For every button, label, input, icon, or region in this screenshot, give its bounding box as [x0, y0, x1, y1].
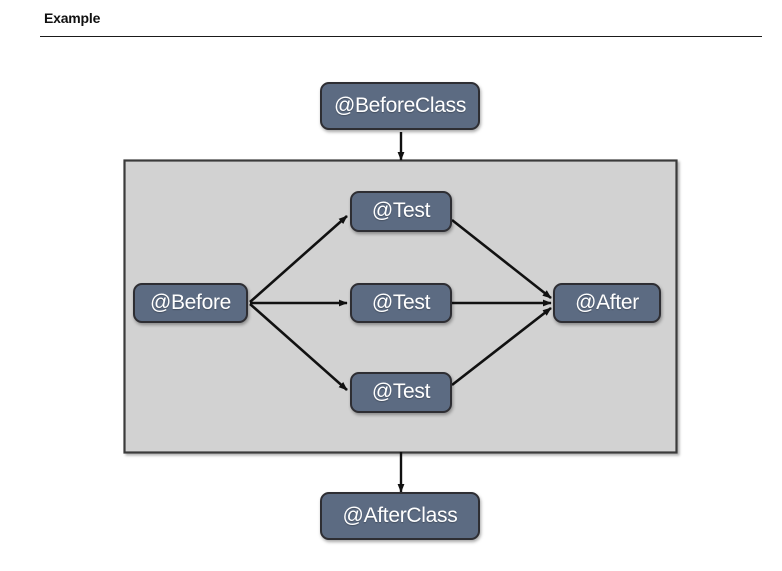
edge-before-to-test-bot	[249, 303, 348, 391]
edge-before-to-test-top	[249, 215, 348, 303]
node-test-top[interactable]: @Test	[350, 191, 452, 232]
node-test-middle[interactable]: @Test	[350, 283, 452, 323]
node-before[interactable]: @Before	[133, 283, 248, 323]
page-title: Example	[44, 10, 101, 26]
edge-test-bot-to-after	[451, 306, 552, 387]
node-test-top-label: @Test	[371, 199, 431, 222]
node-beforeclass-label: @BeforeClass	[333, 93, 467, 117]
edge-test-top-to-after	[451, 218, 552, 300]
header-divider	[40, 36, 762, 37]
node-after[interactable]: @After	[553, 283, 661, 323]
node-beforeclass[interactable]: @BeforeClass	[320, 82, 480, 130]
page-header: Example	[0, 0, 782, 40]
lifecycle-diagram: @BeforeClass @Test @Before @Test @After …	[0, 40, 782, 571]
node-test-middle-label: @Test	[371, 290, 431, 314]
node-afterclass-label: @AfterClass	[342, 503, 458, 527]
node-before-label: @Before	[149, 290, 232, 314]
node-test-bottom[interactable]: @Test	[350, 372, 452, 413]
node-test-bottom-label: @Test	[371, 380, 431, 403]
node-afterclass[interactable]: @AfterClass	[320, 492, 480, 540]
node-after-label: @After	[575, 290, 639, 314]
